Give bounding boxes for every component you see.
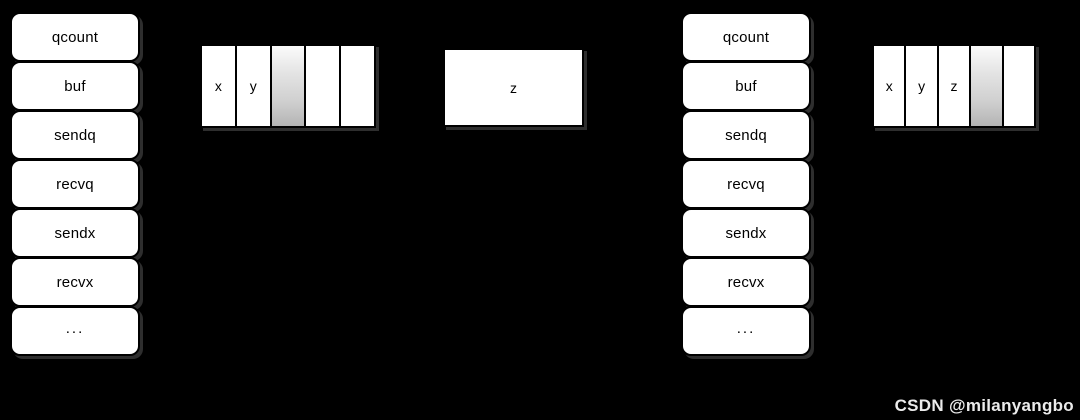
hchan-field-label: sendx (54, 224, 96, 242)
hchan-field-recvq: recvq (10, 159, 140, 209)
hchan-field-label: recvx (727, 273, 765, 291)
hchan-field-recvx: recvx (681, 257, 811, 307)
hchan-field-label: qcount (722, 28, 770, 46)
hchan-field-label: sendq (54, 126, 96, 144)
ring-cell-x: x (202, 46, 237, 126)
hchan-field-qcount: qcount (681, 12, 811, 62)
hchan-field-label: recvq (727, 175, 765, 193)
hchan-field-buf: buf (681, 61, 811, 111)
ring-cell-z: z (938, 46, 972, 126)
hchan-field-label: qcount (51, 28, 99, 46)
hchan-field-sendx: sendx (10, 208, 140, 258)
ring-cell-label: y (249, 78, 257, 94)
ring-cell-shaded (971, 46, 1004, 126)
value-box-z: z (443, 48, 584, 127)
ring-cell-shaded (271, 46, 307, 126)
hchan-struct-left: qcount buf sendq recvq sendx recvx ... (10, 12, 140, 356)
ring-cell-empty-1 (1003, 46, 1035, 126)
hchan-field-label: buf (64, 77, 86, 95)
hchan-field-ellipsis: ... (681, 306, 811, 356)
ring-cell-x: x (874, 46, 907, 126)
ring-cell-y: y (906, 46, 939, 126)
hchan-field-label: recvx (56, 273, 94, 291)
hchan-field-buf: buf (10, 61, 140, 111)
hchan-struct-right: qcount buf sendq recvq sendx recvx ... (681, 12, 811, 356)
hchan-field-sendq: sendq (10, 110, 140, 160)
watermark: CSDN @milanyangbo (894, 396, 1074, 415)
hchan-field-ellipsis: ... (10, 306, 140, 356)
ring-buffer-right: x y z (872, 44, 1036, 128)
hchan-field-qcount: qcount (10, 12, 140, 62)
value-box-label: z (510, 79, 517, 96)
hchan-field-sendx: sendx (681, 208, 811, 258)
ring-cell-label: x (214, 78, 222, 94)
hchan-field-recvq: recvq (681, 159, 811, 209)
hchan-field-label: sendx (725, 224, 767, 242)
hchan-field-label: recvq (56, 175, 94, 193)
hchan-field-label: sendq (725, 126, 767, 144)
hchan-field-label: ... (65, 319, 85, 337)
ring-cell-label: y (918, 78, 926, 94)
ring-cell-empty-1 (306, 46, 342, 126)
hchan-field-label: buf (735, 77, 757, 95)
ring-buffer-left: x y (200, 44, 376, 128)
hchan-field-label: ... (736, 319, 756, 337)
ring-cell-empty-2 (341, 46, 374, 126)
ring-cell-label: z (950, 78, 958, 94)
hchan-field-recvx: recvx (10, 257, 140, 307)
ring-cell-y: y (236, 46, 272, 126)
hchan-field-sendq: sendq (681, 110, 811, 160)
ring-cell-label: x (885, 78, 893, 94)
